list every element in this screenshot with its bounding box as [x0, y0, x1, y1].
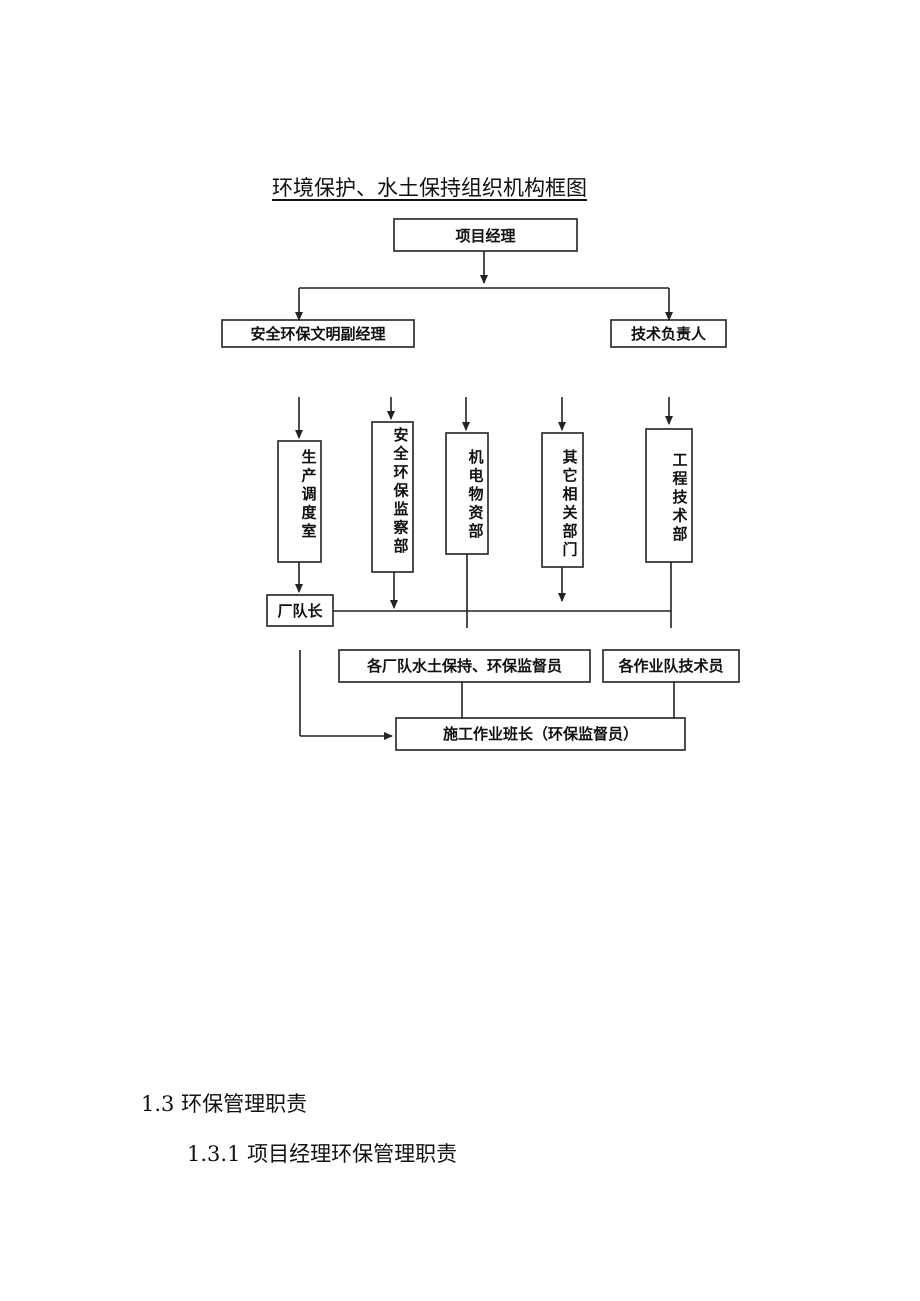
tech-lead-label: 技术负责人: [631, 325, 707, 343]
dept-label-other: 其它相关部门: [562, 448, 577, 559]
crew-leader-box: [395, 717, 686, 751]
connectors: [295, 251, 675, 740]
dept-box-engineering: [645, 428, 693, 563]
team-leader-label: 厂队长: [277, 602, 323, 620]
dept-label-production: 生产调度室: [301, 448, 317, 540]
dept-box-materials: [445, 432, 489, 555]
deputy-manager-label: 安全环保文明副经理: [250, 325, 385, 343]
section-heading: 1.3 环保管理职责: [141, 1092, 308, 1116]
tech-staff-label: 各作业队技术员: [617, 657, 723, 675]
supervisor-label: 各厂队水土保持、环保监督员: [366, 657, 562, 675]
subsection-heading: 1.3.1 项目经理环保管理职责: [187, 1142, 458, 1166]
deputy-manager-box: [221, 319, 415, 348]
team-leader-box: [266, 594, 334, 627]
dept-box-safety: [371, 421, 414, 573]
dept-label-engineering: 工程技术部: [672, 451, 688, 543]
department-labels: 生产调度室 安全环保监察部 机电物资部 其它相关部门 工程技术部: [301, 426, 688, 559]
project-manager-box: [393, 218, 578, 252]
project-manager-label: 项目经理: [455, 227, 515, 245]
crew-leader-label: 施工作业班长（环保监督员）: [443, 725, 638, 743]
dept-label-materials: 机电物资部: [468, 448, 483, 540]
dept-label-safety: 安全环保监察部: [392, 426, 409, 555]
supervisor-box: [338, 649, 591, 683]
dept-box-other: [541, 432, 584, 568]
tech-staff-box: [602, 649, 740, 683]
dept-box-production: [277, 440, 322, 563]
document-title: 环境保护、水土保持组织机构框图: [272, 176, 587, 200]
tech-lead-box: [610, 319, 727, 348]
